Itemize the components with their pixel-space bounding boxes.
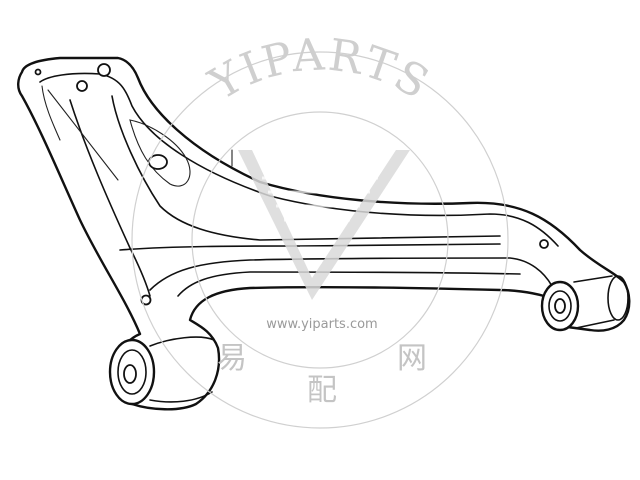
watermark-cjk-1: 易 xyxy=(217,341,247,376)
front-bushing-icon xyxy=(108,336,215,406)
watermark-cjk-2: 配 xyxy=(307,373,337,408)
rear-bushing-icon xyxy=(540,275,629,332)
watermark-v-logo xyxy=(238,150,410,300)
watermark-url: www.yiparts.com xyxy=(266,317,377,332)
watermark-outer-ring xyxy=(131,51,509,429)
watermark-brand: YIPARTS xyxy=(200,29,438,110)
watermark-inner-ring xyxy=(191,111,449,369)
watermark-cjk-3: 网 xyxy=(397,341,427,376)
